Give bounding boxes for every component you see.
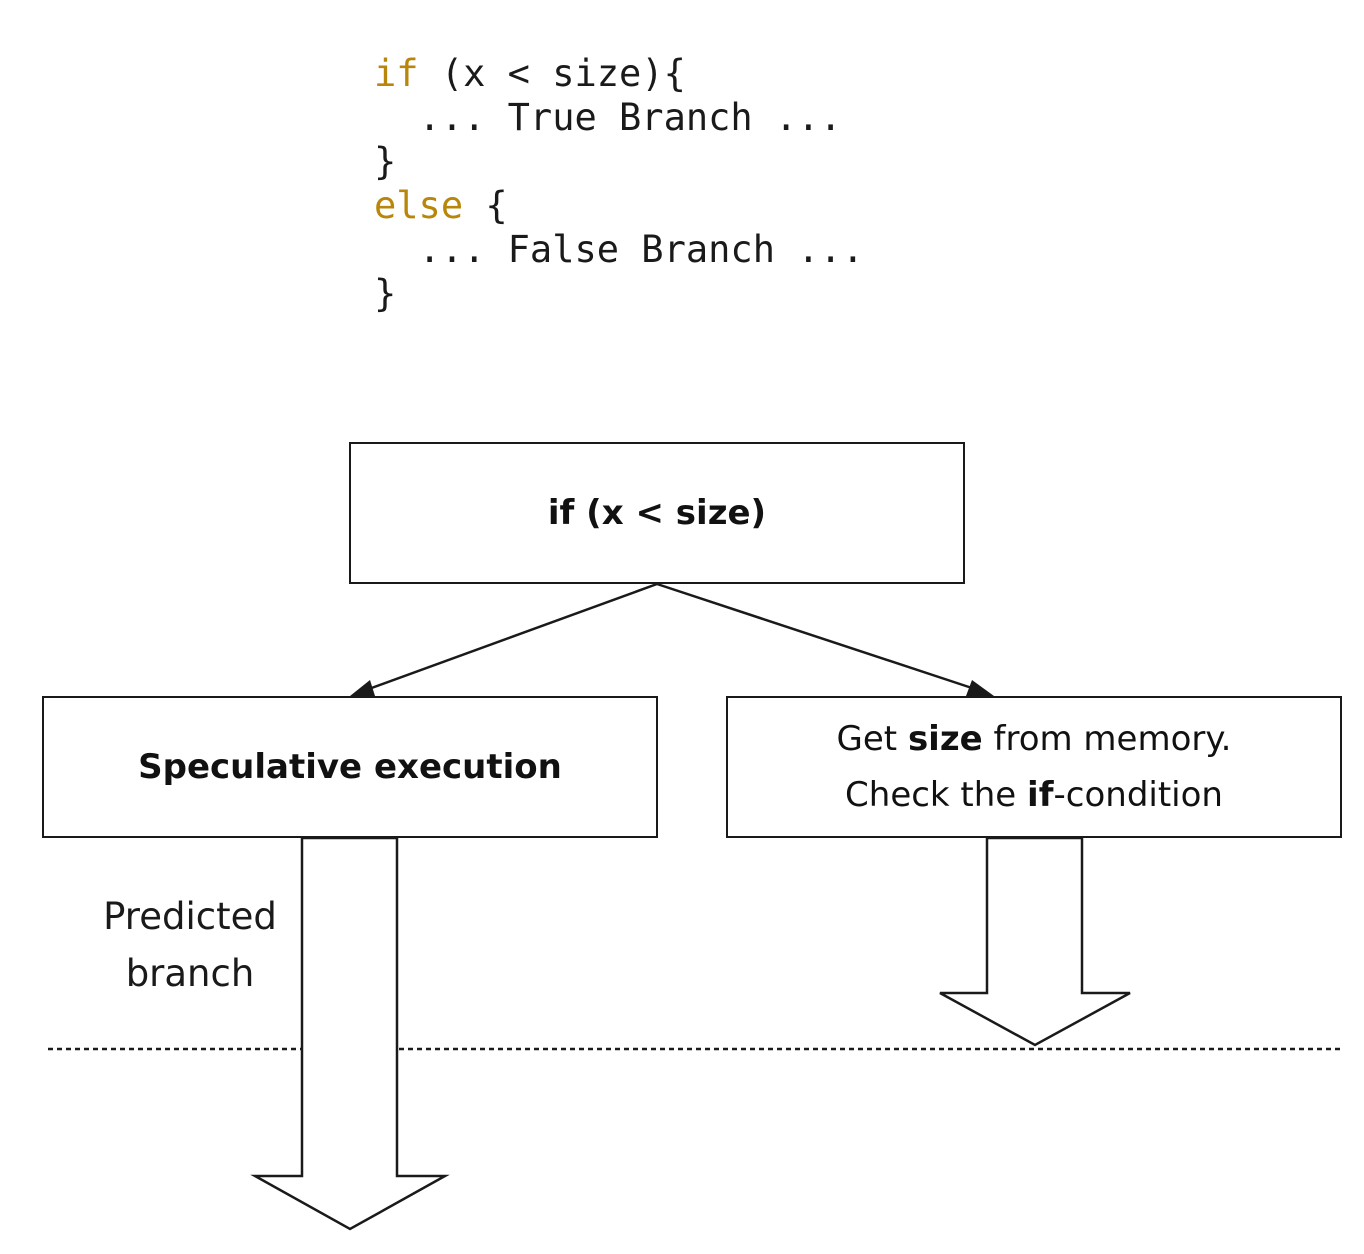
memory-text: from memory. bbox=[982, 719, 1232, 759]
arrow-to-speculative bbox=[365, 582, 658, 692]
predicted-branch-block-arrow bbox=[250, 836, 450, 1231]
code-line-2: ... True Branch ... bbox=[374, 96, 842, 139]
code-line-5: ... False Branch ... bbox=[374, 228, 865, 271]
memory-check-box: Get size from memory. Check the if-condi… bbox=[726, 696, 1342, 838]
arrowhead-speculative bbox=[350, 680, 375, 696]
code-text: { bbox=[463, 184, 508, 227]
code-snippet: if (x < size){ ... True Branch ...}else … bbox=[374, 52, 864, 316]
condition-box: if (x < size) bbox=[349, 442, 965, 584]
arrow-to-memory bbox=[656, 582, 979, 692]
arrowhead-memory bbox=[966, 680, 994, 696]
code-line-1: if (x < size){ bbox=[374, 52, 864, 96]
condition-text: -condition bbox=[1053, 775, 1223, 815]
code-line-3: } bbox=[374, 140, 397, 183]
code-line-4: else { bbox=[374, 184, 864, 228]
speculative-execution-box: Speculative execution bbox=[42, 696, 658, 838]
code-keyword-else: else bbox=[374, 184, 464, 227]
predicted-label-line-1: Predicted bbox=[103, 895, 277, 938]
memory-text-bold: size bbox=[907, 719, 983, 759]
memory-check-block-arrow bbox=[939, 836, 1131, 1047]
condition-text: Check the bbox=[845, 775, 1028, 815]
memory-check-line-1: Get size from memory. bbox=[837, 711, 1232, 767]
condition-box-label: if (x < size) bbox=[547, 493, 767, 533]
predicted-branch-label: Predicted branch bbox=[80, 888, 300, 1002]
memory-text: Get bbox=[836, 719, 908, 759]
code-text: (x < size){ bbox=[418, 52, 686, 95]
memory-check-line-2: Check the if-condition bbox=[845, 767, 1223, 823]
code-line-6: } bbox=[374, 272, 397, 315]
code-keyword-if: if bbox=[374, 52, 419, 95]
predicted-label-line-2: branch bbox=[125, 952, 255, 995]
speculative-execution-label: Speculative execution bbox=[138, 747, 562, 787]
condition-text-bold: if bbox=[1027, 775, 1054, 815]
